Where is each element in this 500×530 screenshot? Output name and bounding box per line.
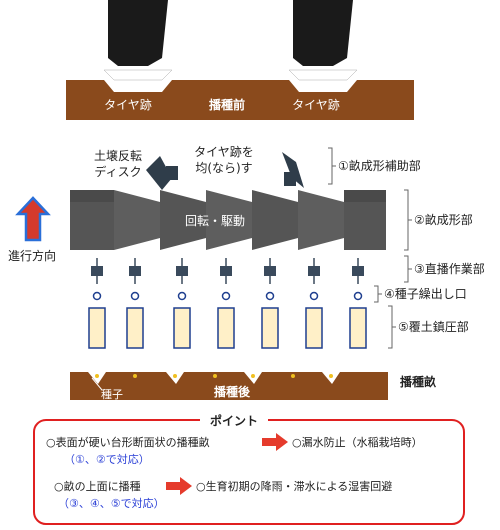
seeding-blade — [129, 266, 141, 276]
drive-label: 回転・駆動 — [185, 214, 245, 228]
before-seeding-label: 播種前 — [209, 97, 245, 112]
point-1-arrow — [262, 433, 288, 451]
seeding-units — [88, 258, 367, 349]
seeding-unit — [349, 258, 367, 349]
press-wheel — [349, 307, 367, 349]
tire-right — [288, 0, 358, 81]
part-label-4: ④種子繰出し口 — [384, 287, 467, 301]
leveling-disc — [282, 152, 304, 188]
point-2-right: ○生育初期の降雨・滞水による湿害回避 — [196, 479, 392, 493]
soil-before — [66, 80, 414, 120]
seed-outlet — [353, 291, 363, 301]
seeding-blade — [352, 266, 364, 276]
seed-outlet — [130, 291, 140, 301]
press-wheel — [305, 307, 323, 349]
seed-dots — [95, 374, 333, 378]
seed-label: 種子 — [101, 387, 123, 401]
press-wheel — [217, 307, 235, 349]
soil-inversion-disc — [146, 156, 178, 190]
tire-leveling-label-line2: 均(なら)す — [195, 161, 252, 175]
part-braces — [328, 147, 412, 349]
tire-track-left-label: タイヤ跡 — [104, 97, 152, 112]
seed-outlet — [177, 291, 187, 301]
point-1-left: ○表面が硬い台形断面状の播種畝 — [46, 435, 210, 449]
seed-outlet — [221, 291, 231, 301]
after-seeding-label: 播種後 — [214, 384, 251, 399]
press-wheel — [126, 307, 144, 349]
seeding-blade — [264, 266, 276, 276]
tire-track-right-label: タイヤ跡 — [292, 97, 340, 112]
seeding-unit — [217, 258, 235, 349]
point-1-note: （①、②で対応） — [64, 452, 150, 466]
points-title: ポイント — [210, 413, 258, 428]
seeding-ridge-label: 播種畝 — [400, 374, 437, 389]
point-2-left: ○畝の上面に播種 — [54, 479, 141, 493]
direction-label: 進行方向 — [8, 248, 56, 263]
seed-outlet — [92, 291, 102, 301]
seeding-unit — [261, 258, 279, 349]
seeding-unit — [88, 258, 106, 349]
tire-left — [103, 0, 173, 81]
tire-leveling-label-line1: タイヤ跡を — [194, 144, 254, 159]
ridge-forming-rollers — [70, 190, 386, 250]
press-wheel — [88, 307, 106, 349]
seeding-unit — [173, 258, 191, 349]
seeding-blade — [91, 266, 103, 276]
press-wheel — [173, 307, 191, 349]
seed-pointer — [91, 377, 103, 391]
part-label-2: ②畝成形部 — [414, 212, 473, 227]
seeded-ridge — [70, 372, 388, 400]
seeding-unit — [305, 258, 323, 349]
seeding-blade — [176, 266, 188, 276]
point-2-arrow — [166, 477, 192, 495]
seeding-unit — [126, 258, 144, 349]
seed-outlet — [309, 291, 319, 301]
direction-arrow — [15, 196, 51, 242]
point-2-note: （③、④、⑤で対応） — [58, 496, 165, 510]
press-wheel — [261, 307, 279, 349]
seeding-blade — [220, 266, 232, 276]
part-label-5: ⑤覆土鎮圧部 — [398, 319, 469, 334]
disc-label-line1: 土壌反転 — [94, 149, 142, 163]
seeding-blade — [308, 266, 320, 276]
seed-outlet — [265, 291, 275, 301]
part-label-3: ③直播作業部 — [414, 261, 485, 276]
disc-label-line2: ディスク — [94, 164, 141, 179]
part-label-1: ①畝成形補助部 — [338, 158, 421, 173]
point-1-right: ○漏水防止（水稲栽培時） — [292, 435, 423, 449]
